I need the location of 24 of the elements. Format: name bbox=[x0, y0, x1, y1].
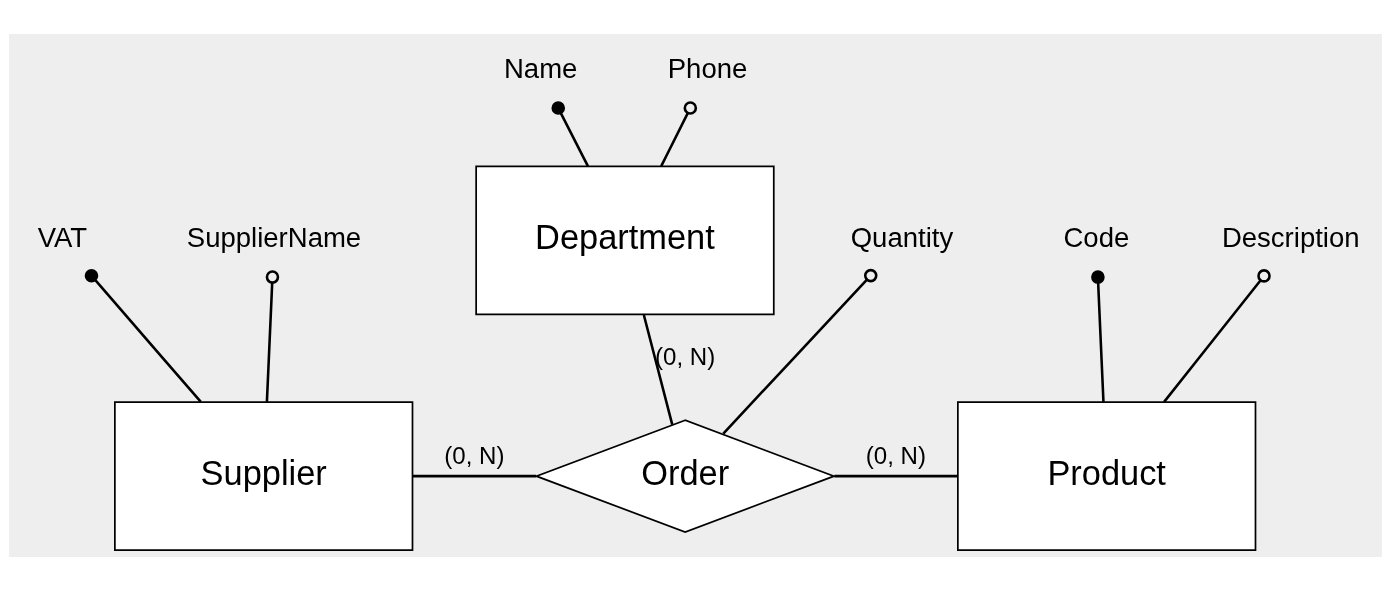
connector bbox=[660, 101, 698, 167]
node-text: Quantity bbox=[850, 221, 954, 253]
edge-label: (0, N) bbox=[444, 442, 505, 470]
connector bbox=[642, 314, 674, 425]
connector bbox=[412, 474, 537, 478]
connector bbox=[84, 268, 202, 403]
node-text: Description bbox=[1221, 221, 1360, 253]
node-box: Supplier bbox=[114, 401, 414, 551]
edge-label: (0, N) bbox=[655, 342, 716, 370]
connector bbox=[1091, 270, 1105, 402]
node-box: Product bbox=[957, 401, 1257, 551]
connector bbox=[265, 270, 280, 402]
node-text: Name bbox=[503, 53, 578, 85]
connector bbox=[722, 268, 878, 435]
node-text: SupplierName bbox=[186, 221, 362, 253]
node-text: VAT bbox=[37, 221, 88, 253]
node-text: Code bbox=[1063, 221, 1130, 253]
edge-label: (0, N) bbox=[865, 442, 927, 470]
node-diamond: Order bbox=[533, 419, 837, 533]
connector bbox=[834, 474, 958, 478]
node-text: Phone bbox=[667, 53, 748, 85]
connector bbox=[1163, 269, 1271, 403]
connector bbox=[551, 101, 590, 167]
node-box: Department bbox=[475, 165, 775, 316]
